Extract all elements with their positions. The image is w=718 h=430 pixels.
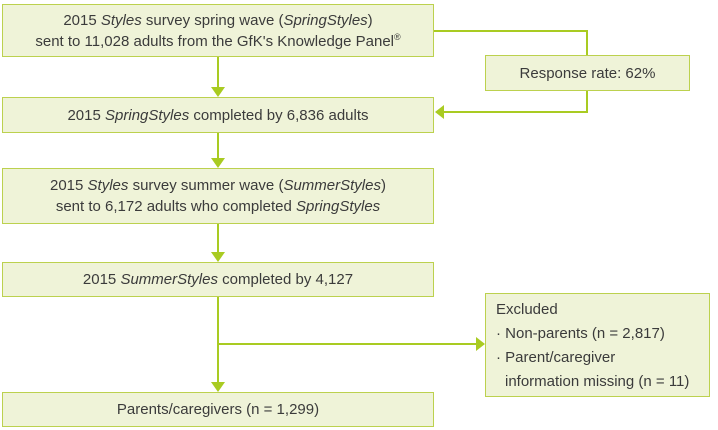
text-line: 2015 Styles survey spring wave (SpringSt… [63,11,373,29]
text-line: 2015 SpringStyles completed by 6,836 adu… [67,106,369,124]
flow-box-excluded: Excluded · Non-parents (n = 2,817) · Paren… [485,293,710,397]
arrow-summer-completed-to-parents [211,297,225,392]
flow-box-parents-caregivers: Parents/caregivers (n = 1,299) [2,392,434,427]
text-line: information missing (n = 11) [505,373,690,390]
arrow-branch-to-excluded [218,337,485,351]
text-line: Parents/caregivers (n = 1,299) [116,401,320,418]
flow-box-spring-wave-sent: 2015 Styles survey spring wave (SpringSt… [2,4,434,57]
arrow-spring-completed-to-summer-sent [211,133,225,168]
text-line: 2015 SummerStyles completed by 4,127 [82,271,354,288]
flow-box-summer-wave-sent: 2015 Styles survey summer wave (SummerSt… [2,168,434,224]
text-line: sent to 6,172 adults who completed Sprin… [55,198,381,215]
text-line: · Non-parents (n = 2,817) [496,325,665,342]
text-line: Excluded [496,301,558,318]
flow-box-springstyles-completed: 2015 SpringStyles completed by 6,836 adu… [2,97,434,133]
arrow-summer-sent-to-summer-completed [211,224,225,262]
text-line: · Parent/caregiver [496,349,616,366]
arrow-spring-sent-to-spring-completed [211,57,225,97]
text-line: Response rate: 62% [519,64,656,82]
flow-box-response-rate: Response rate: 62% [485,55,690,91]
flow-box-summerstyles-completed: 2015 SummerStyles completed by 4,127 [2,262,434,297]
text-line: 2015 Styles survey summer wave (SummerSt… [50,177,386,194]
text-line: sent to 11,028 adults from the GfK's Kno… [35,31,401,50]
